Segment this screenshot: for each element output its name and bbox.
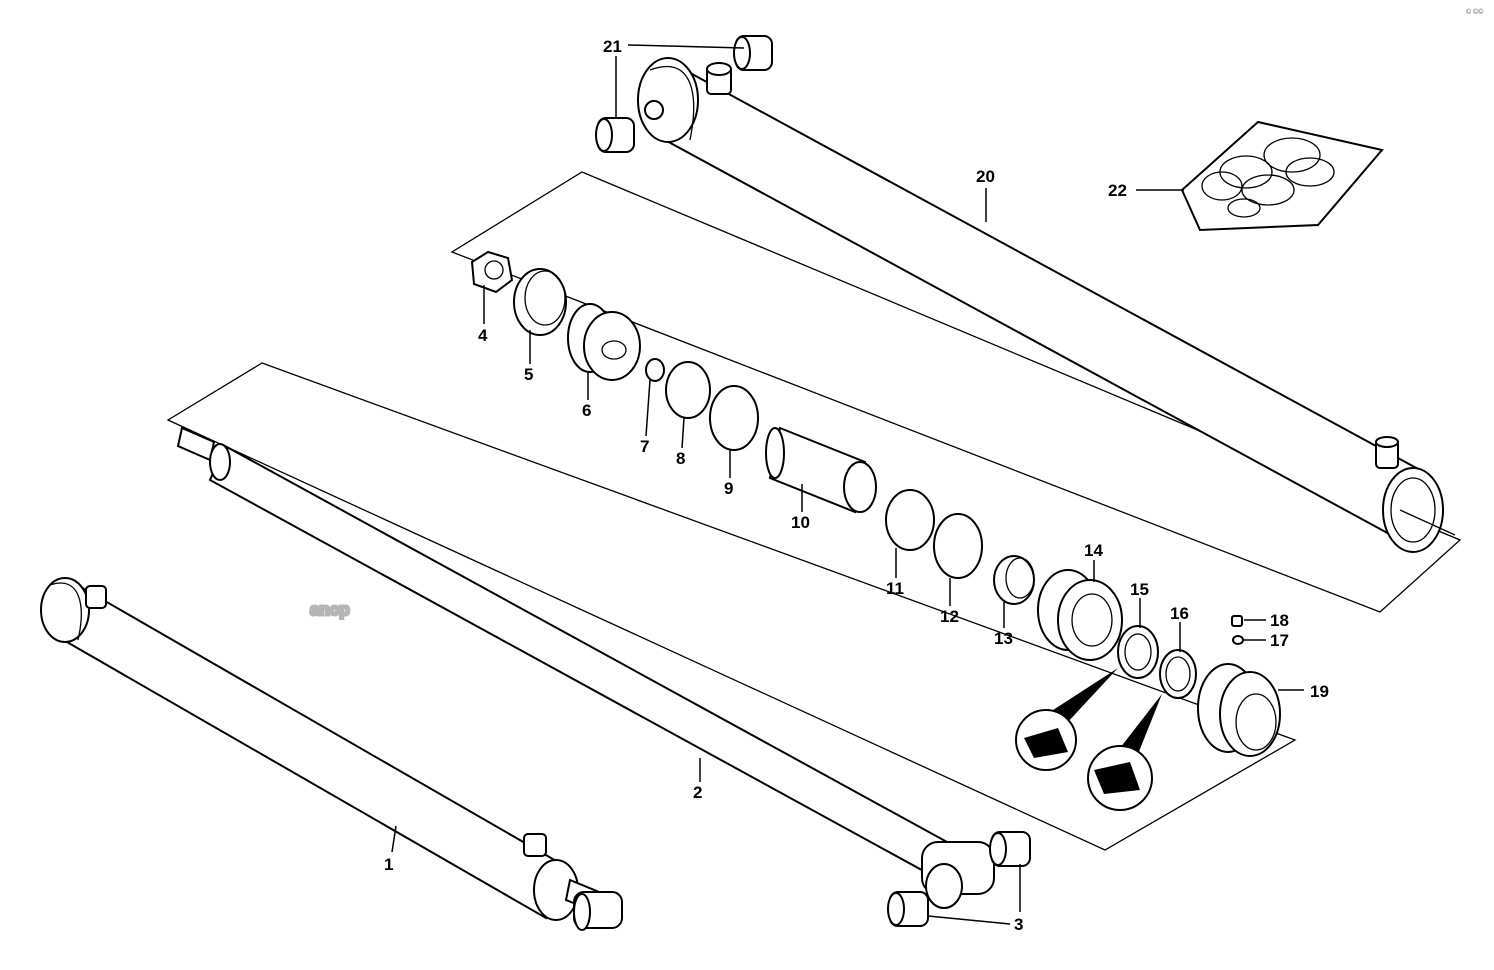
part-13-bushing[interactable] bbox=[993, 555, 1035, 605]
seal-detail-15 bbox=[1015, 668, 1118, 771]
callout-13: 13 bbox=[994, 629, 1013, 648]
callout-16: 16 bbox=[1170, 604, 1189, 623]
callout-9: 9 bbox=[724, 479, 733, 498]
callout-18: 18 bbox=[1270, 611, 1289, 630]
leader-lines bbox=[391, 44, 1304, 925]
part-16-wiper[interactable] bbox=[1159, 649, 1197, 699]
part-19-gland-nut[interactable] bbox=[1197, 663, 1281, 757]
callout-2: 2 bbox=[693, 783, 702, 802]
watermark-text: ancp bbox=[310, 600, 350, 619]
callout-8: 8 bbox=[676, 449, 685, 468]
part-5-wear-ring[interactable] bbox=[513, 268, 567, 336]
callout-3: 3 bbox=[1014, 915, 1023, 934]
callout-11: 11 bbox=[886, 579, 904, 598]
rod-assembly-outline bbox=[166, 362, 1297, 851]
callout-19: 19 bbox=[1310, 682, 1329, 701]
part-9-seal[interactable] bbox=[709, 385, 759, 451]
callout-labels: 1 2 3 4 5 6 7 8 9 10 11 12 13 14 15 16 1… bbox=[384, 37, 1329, 934]
part-3-bushing[interactable] bbox=[887, 831, 1031, 927]
corner-mark: © ©© bbox=[1466, 8, 1484, 16]
part-14-gland[interactable] bbox=[1037, 569, 1123, 661]
callout-20: 20 bbox=[976, 167, 995, 186]
part-15-rod-seal[interactable] bbox=[1117, 625, 1159, 679]
callout-17: 17 bbox=[1270, 631, 1289, 650]
part-18-grease-nipple[interactable] bbox=[1231, 615, 1243, 627]
callout-15: 15 bbox=[1130, 580, 1149, 599]
part-10-spacer-tube[interactable] bbox=[765, 426, 877, 514]
barrel-assembly-outline bbox=[450, 171, 1462, 613]
part-2-piston-rod[interactable] bbox=[176, 426, 995, 909]
part-6-piston[interactable] bbox=[567, 303, 641, 381]
callout-21: 21 bbox=[603, 37, 622, 56]
part-12-seal[interactable] bbox=[933, 513, 983, 579]
part-8-seal[interactable] bbox=[665, 361, 711, 419]
part-1-complete-cylinder[interactable] bbox=[40, 577, 623, 931]
part-17-washer[interactable] bbox=[1232, 635, 1244, 645]
part-21-bushing[interactable] bbox=[595, 35, 773, 153]
callout-22: 22 bbox=[1108, 181, 1127, 200]
part-22-seal-kit-bag[interactable] bbox=[1180, 120, 1384, 232]
part-11-seal[interactable] bbox=[885, 489, 935, 551]
callout-5: 5 bbox=[524, 365, 533, 384]
part-20-cylinder-barrel[interactable] bbox=[637, 57, 1456, 553]
callout-7: 7 bbox=[640, 437, 649, 456]
callout-14: 14 bbox=[1084, 541, 1103, 560]
part-7-o-ring[interactable] bbox=[645, 358, 665, 382]
callout-6: 6 bbox=[582, 401, 591, 420]
callout-1: 1 bbox=[384, 855, 393, 874]
seal-detail-16 bbox=[1087, 694, 1162, 811]
callout-10: 10 bbox=[791, 513, 810, 532]
part-4-nut[interactable] bbox=[470, 250, 514, 294]
callout-4: 4 bbox=[478, 326, 488, 345]
callout-12: 12 bbox=[940, 607, 959, 626]
